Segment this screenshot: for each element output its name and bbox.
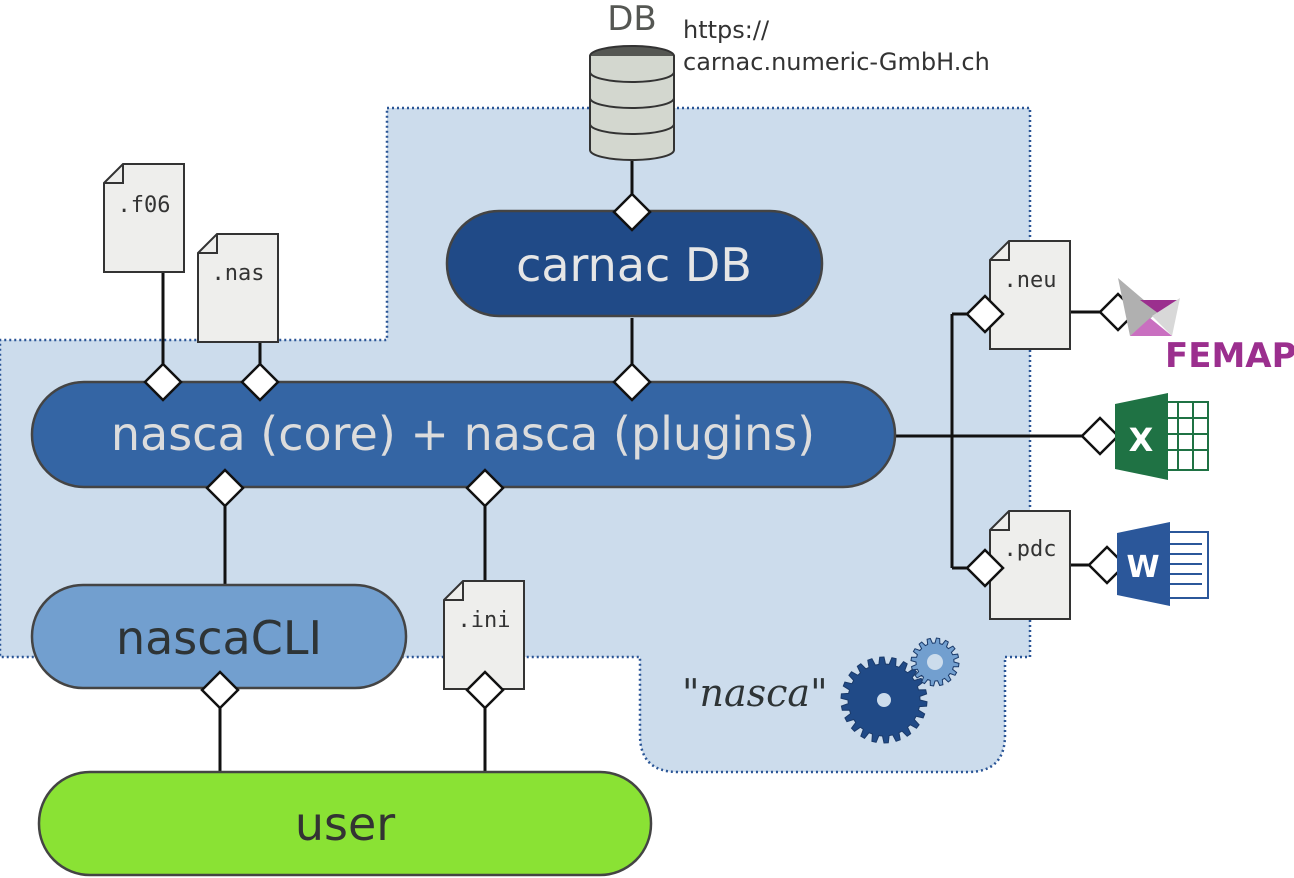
excel-label: X [1129,421,1154,459]
nasca-core-label: nasca (core) + nasca (plugins) [111,407,815,461]
diamond-core-cli [205,468,245,508]
carnac-db-label: carnac DB [516,238,752,292]
user-label: user [295,797,395,851]
diamond-ini-user [465,670,505,710]
diamond-pdc [965,548,1005,588]
nasca-core-node: nasca (core) + nasca (plugins) [30,380,897,489]
file-neu-label: .neu [1004,268,1057,293]
carnac-db-node: carnac DB [445,209,824,318]
file-f06-label: .f06 [118,193,171,218]
femap-logo-icon: FEMAP [1118,278,1294,376]
file-pdc-label: .pdc [1004,537,1057,562]
file-pdc-icon: .pdc [989,510,1071,620]
excel-icon: X [1115,393,1209,480]
nasca-cli-label: nascaCLI [116,611,322,665]
diamond-core-carnac [612,362,652,402]
diamond-core-ini [465,468,505,508]
diamond-core-f06 [143,362,183,402]
diamond-neu [965,294,1005,334]
nasca-brand-label: "nasca" [682,671,828,715]
file-ini-label: .ini [458,608,511,633]
small-gear-icon [910,637,960,687]
diamond-core-nas [240,362,280,402]
file-f06-icon: .f06 [103,163,185,273]
diamond-db-top [612,192,652,232]
file-nas-label: .nas [212,261,265,286]
nasca-cli-node: nascaCLI [30,583,408,690]
diamond-cli-user [200,670,240,710]
user-node: user [37,770,653,877]
file-nas-icon: .nas [197,233,279,343]
db-label: DB [607,0,657,39]
large-gear-icon [840,656,928,744]
word-label: W [1126,550,1159,585]
db-url-line1: https:// [683,16,770,44]
word-icon: W [1117,522,1209,606]
file-neu-icon: .neu [989,240,1071,350]
diamond-excel [1080,416,1120,456]
database-icon [589,45,675,161]
femap-label: FEMAP [1165,336,1294,376]
db-url-line2: carnac.numeric-GmbH.ch [683,48,990,76]
file-ini-icon: .ini [443,580,525,690]
